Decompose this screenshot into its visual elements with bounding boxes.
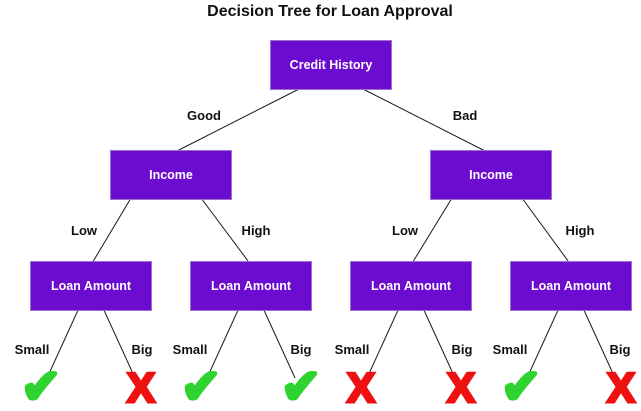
edge-line-big-4	[582, 307, 616, 379]
edge-label-low-right: Low	[392, 223, 418, 238]
edge-line-good	[170, 87, 302, 155]
edge-label-small-3: Small	[334, 342, 370, 357]
edge-label-big-1: Big	[131, 342, 153, 357]
node-income-right: Income	[430, 150, 552, 200]
edge-label-small-2: Small	[172, 342, 208, 357]
check-icon: ✔	[500, 361, 542, 411]
cross-icon: X	[605, 364, 636, 411]
edge-line-big-2	[262, 307, 296, 379]
cross-icon: X	[345, 364, 376, 411]
edge-label-good: Good	[187, 108, 221, 123]
check-icon: ✔	[180, 361, 222, 411]
edge-line-high-left	[200, 197, 252, 266]
node-loan-amount-2: Loan Amount	[190, 261, 312, 311]
cross-icon: X	[125, 364, 156, 411]
edge-line-small-1	[46, 307, 80, 379]
edge-line-small-2	[206, 307, 240, 379]
edge-label-low-left: Low	[71, 223, 97, 238]
edge-label-high-right: High	[565, 223, 595, 238]
node-loan-amount-1: Loan Amount	[30, 261, 152, 311]
node-loan-amount-3: Loan Amount	[350, 261, 472, 311]
edge-label-small-4: Small	[492, 342, 528, 357]
node-income-left: Income	[110, 150, 232, 200]
edge-line-small-4	[526, 307, 560, 379]
check-icon: ✔	[280, 361, 322, 411]
node-loan-amount-4: Loan Amount	[510, 261, 632, 311]
edge-line-low-left	[90, 197, 132, 266]
edge-line-bad	[360, 87, 492, 155]
edge-line-low-right	[410, 197, 453, 266]
edge-label-big-4: Big	[609, 342, 631, 357]
edge-label-big-3: Big	[451, 342, 473, 357]
edge-line-big-1	[102, 307, 136, 379]
diagram-title: Decision Tree for Loan Approval	[207, 3, 453, 20]
edge-label-high-left: High	[241, 223, 271, 238]
edge-line-high-right	[521, 197, 572, 266]
edge-line-big-3	[422, 307, 456, 379]
edge-label-bad: Bad	[452, 108, 478, 123]
edge-label-big-2: Big	[290, 342, 312, 357]
edge-label-small-1: Small	[14, 342, 50, 357]
check-icon: ✔	[20, 361, 62, 411]
cross-icon: X	[445, 364, 476, 411]
edge-line-small-3	[366, 307, 400, 379]
node-credit-history: Credit History	[270, 40, 392, 90]
